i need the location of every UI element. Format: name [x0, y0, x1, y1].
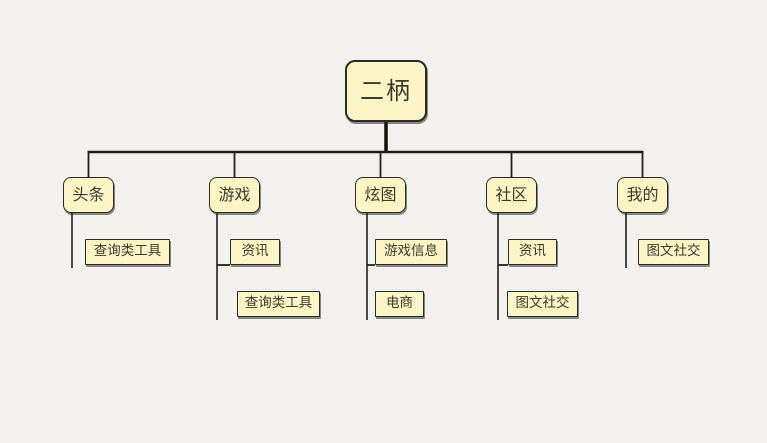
branch-node-xuantu[interactable]: 炫图: [355, 177, 406, 213]
leaf-node-shequ-zixun[interactable]: 资讯: [508, 239, 557, 265]
leaf-node-youxi-zixun[interactable]: 资讯: [230, 239, 280, 265]
leaf-node-xuantu-youxixinxi[interactable]: 游戏信息: [375, 239, 447, 265]
branch-node-youxi[interactable]: 游戏: [209, 177, 260, 213]
leaf-node-youxi-chaxunleigongju[interactable]: 查询类工具: [237, 291, 320, 317]
leaf-node-toutiao-chaxunleigongju[interactable]: 查询类工具: [85, 239, 170, 265]
branch-node-wode[interactable]: 我的: [617, 177, 668, 213]
leaf-node-xuantu-dianshang[interactable]: 电商: [375, 291, 424, 317]
branch-node-shequ[interactable]: 社区: [486, 177, 537, 213]
leaf-node-shequ-tuwenshejiao[interactable]: 图文社交: [507, 291, 578, 317]
leaf-node-wode-tuwenshejiao[interactable]: 图文社交: [638, 239, 709, 265]
branch-node-toutiao[interactable]: 头条: [63, 177, 114, 213]
root-node[interactable]: 二柄: [345, 60, 427, 122]
